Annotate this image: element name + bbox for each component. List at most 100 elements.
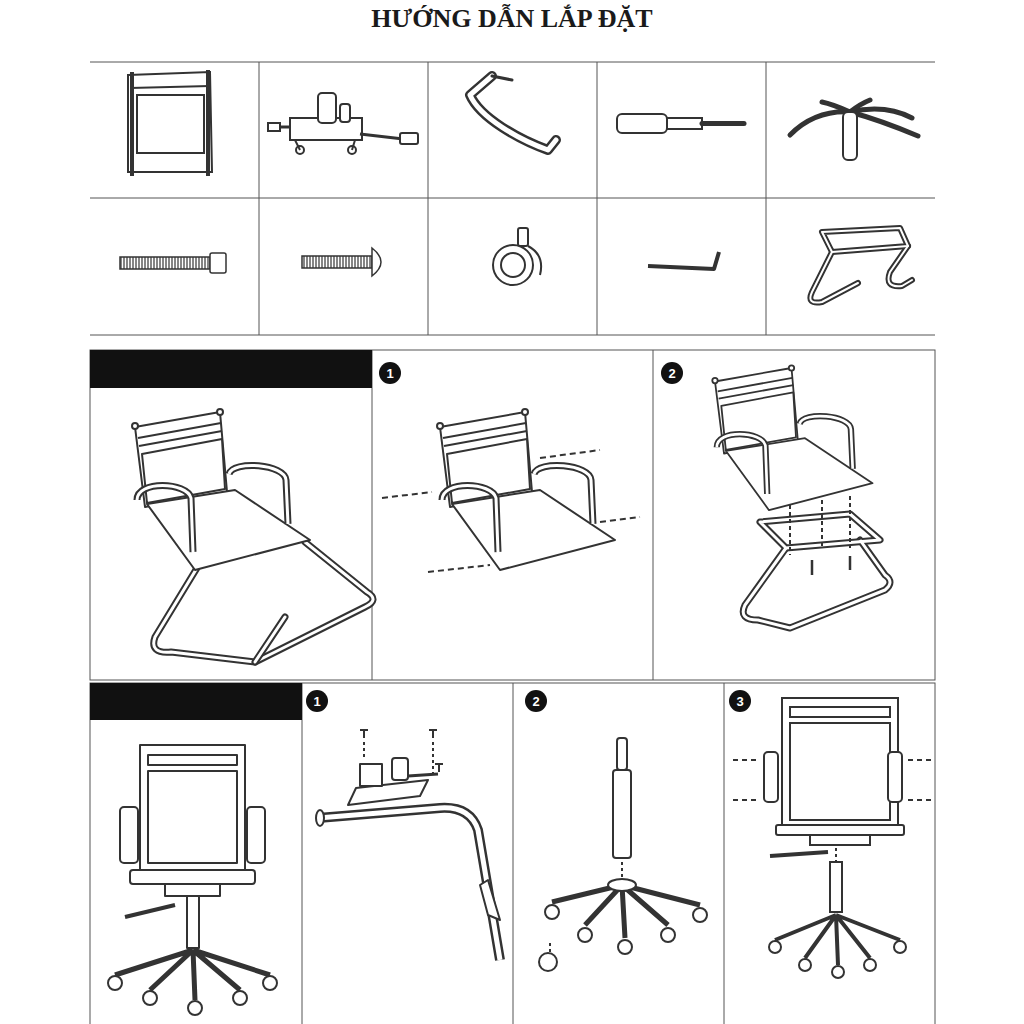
swivel-step-1 — [432, 730, 434, 738]
swivel-step-1 — [318, 808, 500, 960]
part-long-bolt — [210, 253, 226, 273]
swivel-step-3 — [864, 959, 876, 971]
part-mechanism — [268, 93, 418, 154]
sled-chair-step-1 — [382, 409, 640, 572]
part-star-base — [822, 102, 850, 112]
sled-chair-step-1 — [382, 492, 432, 498]
swivel-step-1 — [429, 729, 437, 731]
grid-lines — [653, 350, 654, 680]
swivel-step-3 — [782, 698, 898, 825]
callout-text: 3 — [736, 695, 743, 708]
grid-lines — [90, 62, 935, 1024]
swivel-step-3 — [790, 723, 890, 820]
swivel-step-3 — [908, 799, 933, 801]
part-allen-key — [648, 252, 719, 269]
sled-chair-step-2 — [821, 500, 823, 548]
swivel-step-2 — [578, 928, 592, 942]
swivel-step-3 — [733, 760, 933, 800]
swivel-step-2 — [618, 940, 632, 954]
part-armrest — [470, 76, 556, 150]
swivel-step-1 — [360, 729, 368, 731]
sled-chair-step-2 — [849, 496, 851, 548]
part-allen-key — [648, 252, 719, 269]
swivel-step-1 — [438, 764, 440, 772]
swivel-step-1 — [316, 730, 500, 960]
grid-lines — [597, 62, 598, 335]
part-sled-base — [810, 252, 858, 303]
callout-number: 2 — [661, 362, 683, 384]
part-backrest — [130, 72, 134, 176]
grid-lines — [766, 62, 767, 335]
part-armrest — [492, 76, 512, 80]
sled-chair-step-2 — [743, 514, 890, 628]
sled-chair-step-2 — [743, 514, 890, 628]
callout-text: 2 — [532, 695, 539, 708]
sled-chair-assembled — [132, 409, 310, 570]
header-bar — [90, 350, 372, 388]
part-backrest — [128, 72, 212, 172]
swivel-step-3 — [769, 941, 781, 953]
part-caster — [493, 228, 541, 285]
page-title: HƯỚNG DẪN LẮP ĐẶT — [0, 4, 1024, 34]
swivel-step-2 — [545, 905, 559, 919]
swivel-step-1 — [392, 758, 408, 780]
swivel-step-1 — [318, 808, 500, 960]
grid-lines — [259, 62, 260, 335]
swivel-step-3 — [908, 759, 933, 761]
sled-chair-step-1 — [428, 565, 490, 572]
grid-lines — [724, 683, 725, 1024]
swivel-step-2 — [539, 738, 707, 971]
part-long-bolt — [120, 253, 226, 273]
swivel-step-3 — [776, 825, 904, 835]
swivel-step-2 — [693, 908, 707, 922]
swivel-step-2 — [621, 862, 623, 878]
callout-number: 1 — [379, 362, 401, 384]
part-star-base — [843, 112, 857, 160]
part-backrest — [128, 70, 212, 176]
part-sled-base — [810, 228, 912, 303]
part-backrest — [130, 86, 210, 88]
part-star-base — [790, 112, 850, 135]
grid-lines — [513, 683, 514, 1024]
grid-lines — [90, 350, 935, 680]
swivel-chair-assembled — [108, 745, 277, 1015]
swivel-step-3 — [799, 959, 811, 971]
part-short-bolt — [302, 248, 381, 276]
sled-chair-step-2 — [712, 365, 890, 628]
part-sled-base — [810, 252, 858, 303]
grid-lines — [90, 683, 935, 1024]
swivel-step-3 — [733, 759, 758, 761]
part-gas-cylinder — [617, 114, 667, 133]
part-sled-base — [822, 228, 908, 252]
sled-chair-step-1 — [600, 517, 640, 522]
part-armrest — [470, 76, 556, 150]
sled-chair-assembled — [132, 409, 373, 662]
swivel-step-2 — [549, 940, 551, 952]
part-star-base — [850, 112, 918, 136]
callout-text: 2 — [668, 367, 675, 380]
callout-number: 3 — [729, 690, 751, 712]
swivel-step-2 — [613, 770, 631, 858]
sled-chair-step-2 — [849, 556, 852, 570]
part-star-base — [790, 100, 918, 160]
swivel-step-3 — [830, 862, 842, 912]
part-gas-cylinder — [702, 121, 744, 126]
swivel-step-1 — [432, 742, 434, 775]
swivel-step-3 — [770, 852, 828, 856]
part-short-bolt — [372, 248, 381, 276]
sled-chair-step-1 — [437, 409, 615, 570]
swivel-step-3 — [888, 752, 902, 802]
sled-chair-step-2 — [812, 556, 850, 575]
part-sled-base — [822, 228, 908, 252]
swivel-step-3 — [775, 915, 900, 965]
swivel-step-1 — [363, 730, 365, 738]
grid-lines — [428, 62, 429, 335]
part-mechanism — [268, 123, 280, 131]
swivel-step-1 — [435, 763, 443, 765]
swivel-step-1 — [360, 730, 443, 772]
swivel-step-2 — [539, 953, 557, 971]
part-mechanism — [295, 140, 300, 150]
swivel-step-2 — [552, 885, 700, 938]
swivel-step-3 — [733, 698, 933, 978]
grid-lines — [90, 62, 935, 63]
